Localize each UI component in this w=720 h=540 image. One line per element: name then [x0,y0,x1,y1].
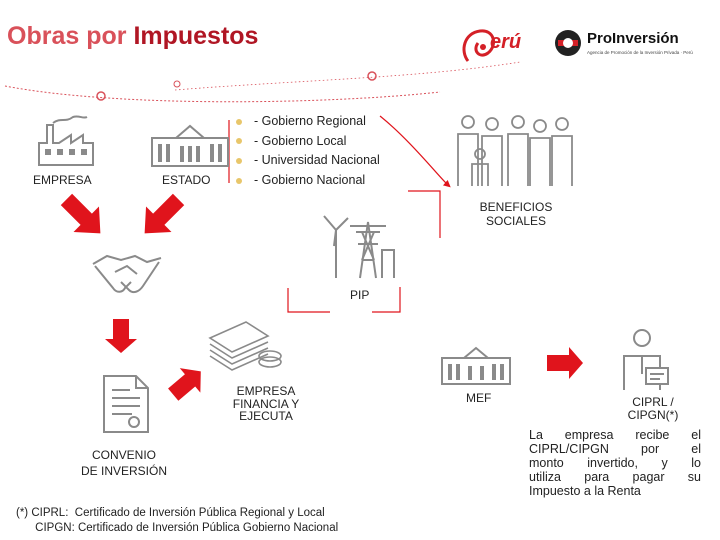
people-group-icon [457,115,573,186]
factory-icon [38,115,94,166]
empresa-financia-label: EMPRESA FINANCIA Y EJECUTA [232,384,300,423]
connector-entities-beneficios [379,115,451,188]
bullet-icon [236,138,242,145]
proinversion-logo-text: ProInversión [587,30,679,47]
bullet-icon [236,157,242,164]
infrastructure-icon [323,215,395,279]
decorative-swoosh [4,85,441,103]
arrow-empresa-down [60,193,101,234]
convenio-label: CONVENIO DE INVERSIÓN [80,448,167,478]
list-item: - Gobierno Nacional [236,171,380,191]
connector-beneficios [408,190,441,238]
peru-logo-text: erú [490,31,522,53]
mef-label: MEF [466,391,492,405]
certificate-document-icon [103,375,149,433]
pip-label: PIP [350,288,370,302]
ciprl-label: CIPRL / CIPGN(*) [627,395,679,422]
footnote: (*) CIPRL: Certificado de Inversión Públ… [16,507,339,534]
connector-pip-right [372,287,401,313]
proinversion-logo: ProInversión Agencia de Promoción de la … [553,28,713,68]
proinversion-emblem-icon [555,30,581,56]
arrow-estado-down [144,193,185,234]
money-stack-icon [208,321,282,371]
title-part-1: Obras por [7,22,127,50]
page-title: Obras por Impuestos [7,22,258,51]
beneficios-sociales-label: BENEFICIOS SOCIALES [479,200,553,228]
estado-label: ESTADO [162,173,211,187]
decorative-swoosh-2 [174,61,521,91]
arrow-to-empresa-financia [168,368,201,401]
list-item: - Gobierno Regional [236,112,380,132]
list-item: - Universidad Nacional [236,151,380,171]
peru-logo-mark [462,29,496,62]
proinversion-logo-tagline: Agencia de Promoción de la Inversión Pri… [587,50,693,55]
handshake-icon [92,254,162,294]
arrow-to-ciprl [547,347,583,379]
entities-list: - Gobierno Regional - Gobierno Local - U… [236,112,380,190]
decorative-circle [173,80,181,88]
businessman-certificate-icon [623,329,669,390]
empresa-label: EMPRESA [33,173,92,187]
title-part-2: Impuestos [133,22,259,50]
description-paragraph: La empresa recibe el CIPRL/CIPGN por el … [529,428,701,498]
list-item: - Gobierno Local [236,132,380,152]
decorative-circle [367,71,377,81]
connector-pip [287,288,330,313]
decorative-circle [96,91,106,101]
bullet-icon [236,177,242,184]
arrow-convenio-down [105,319,137,353]
peru-logo: erú [458,25,538,70]
mef-building-icon [441,346,511,385]
government-building-icon [151,124,229,167]
bullet-icon [236,118,242,125]
